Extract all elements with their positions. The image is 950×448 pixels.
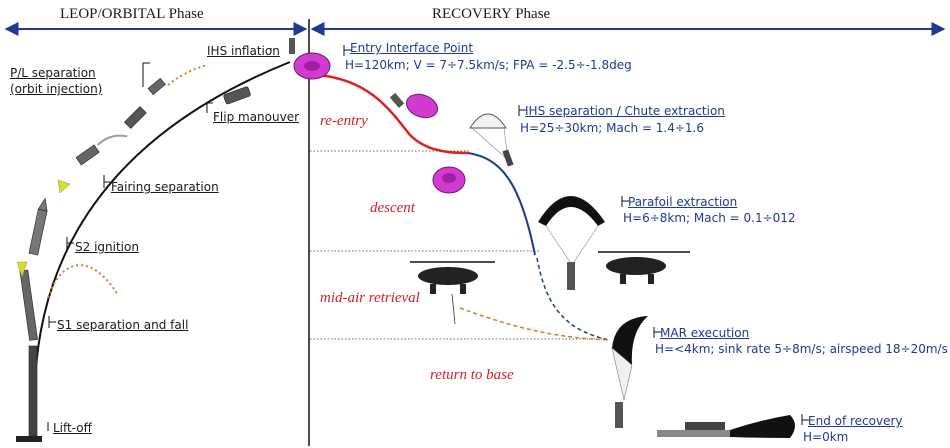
bracket-chute (518, 105, 526, 116)
ihs-inflation-label: IHS inflation (207, 44, 280, 58)
mar-parafoil-icon (611, 316, 648, 428)
orbit-injection-label: (orbit injection) (10, 82, 103, 96)
reentry-trajectory (317, 73, 469, 155)
mar-execution-detail: H=<4km; sink rate 5÷8m/s; airspeed 18÷20… (655, 342, 948, 356)
chute-extraction-detail: H=25÷30km; Mach = 1.4÷1.6 (520, 121, 704, 135)
direction-arrow-s2 (16, 261, 28, 278)
launch-pad (16, 436, 42, 442)
payload-icon (147, 77, 166, 96)
parafoil-descent-path (536, 257, 611, 341)
end-recovery-title: End of recovery (808, 414, 903, 428)
fairing-separation-label: Fairing separation (111, 180, 219, 194)
bracket-s1 (48, 316, 56, 328)
recovery-phase-header: RECOVERY Phase (432, 6, 551, 22)
entry-interface-title: Entry Interface Point (350, 41, 474, 55)
return-to-base-label: return to base (430, 367, 514, 383)
s2-ignition-label: S2 ignition (75, 240, 139, 254)
helicopter-mar-icon (410, 261, 495, 325)
capsule-descent-icon (432, 166, 466, 194)
pl-separation-label: P/L separation (10, 66, 96, 80)
flip-manouver-label: Flip manouver (213, 110, 300, 124)
helicopter-tow-icon (598, 251, 690, 284)
parafoil-icon (538, 196, 605, 290)
upper-stage-icon (123, 106, 147, 129)
mid-air-retrieval-label: mid-air retrieval (320, 290, 420, 306)
direction-arrow-fairing (57, 179, 71, 194)
bracket-s2 (66, 237, 74, 250)
mar-tow-path (459, 307, 611, 341)
flip-maneuver-icon (223, 86, 251, 105)
s2-stage-icon (28, 197, 48, 256)
pl-fall-arc (167, 64, 209, 86)
entry-interface-detail: H=120km; V = 7÷7.5km/s; FPA = -2.5÷-1.8d… (345, 58, 632, 72)
capsule-reentry-icon (389, 92, 438, 119)
descent-segment-label: descent (370, 200, 415, 216)
end-recovery-detail: H=0km (803, 430, 849, 444)
fairing-icon (75, 134, 128, 166)
mar-execution-title: MAR execution (660, 326, 750, 340)
s1-stage-icon (19, 269, 38, 341)
descent-trajectory (467, 152, 536, 256)
chute-extraction-title: IHS separation / Chute extraction (525, 104, 725, 118)
leop-phase-header: LEOP/ORBITAL Phase (60, 6, 204, 22)
end-of-recovery-icon (657, 415, 795, 438)
bracket-parafoil (621, 196, 629, 207)
s1-fall-arc (47, 264, 119, 299)
reentry-segment-label: re-entry (320, 113, 368, 129)
bracket-fairing (103, 175, 110, 188)
bracket-mar (653, 327, 661, 338)
rocket-liftoff-icon (28, 345, 38, 437)
drogue-chute-icon (469, 113, 514, 167)
bracket-end (801, 414, 809, 425)
parafoil-extraction-detail: H=6÷8km; Mach = 0.1÷012 (623, 211, 796, 225)
liftoff-label: Lift-off (53, 421, 92, 435)
bracket-pl (142, 62, 150, 87)
parafoil-extraction-title: Parafoil extraction (628, 195, 738, 209)
bracket-entry (343, 45, 352, 56)
s1-separation-label: S1 separation and fall (57, 318, 189, 332)
bracket-flip (206, 102, 213, 113)
capsule-inflation-icon (289, 38, 331, 80)
